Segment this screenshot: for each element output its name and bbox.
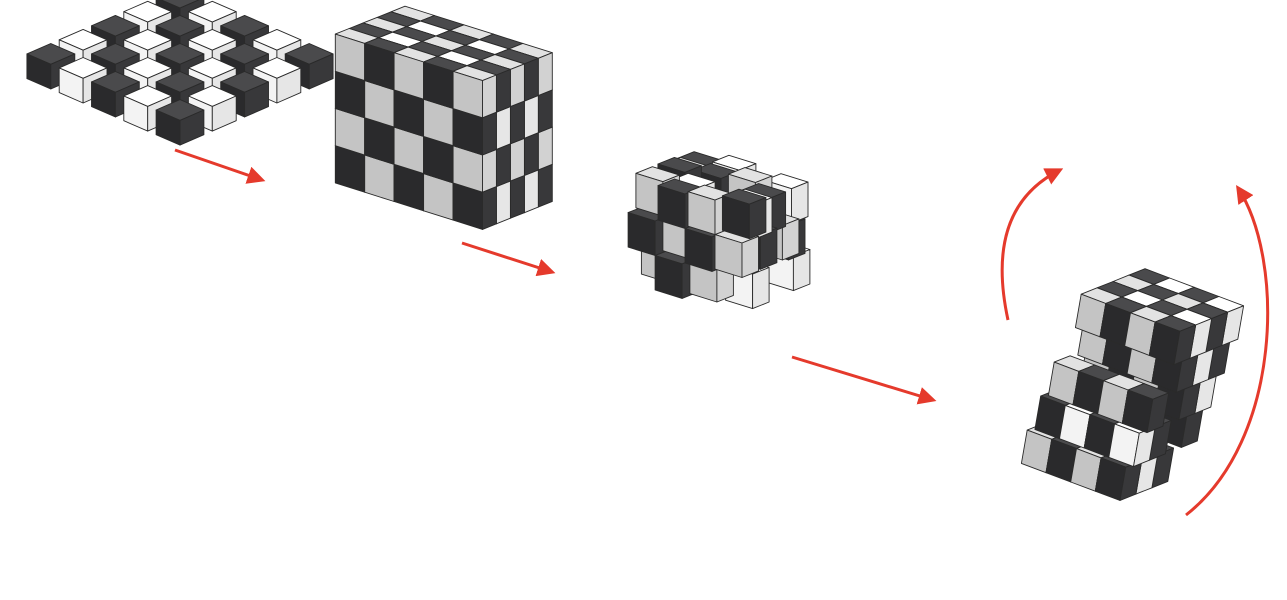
stage-3-shuffled-cube xyxy=(628,152,810,309)
cubelet-right-face xyxy=(483,187,497,230)
cubelet-right-face xyxy=(524,96,538,139)
rotate-arrow-left xyxy=(1002,170,1060,320)
cubelet xyxy=(156,100,204,146)
stage-4-twisted-cube xyxy=(1021,269,1243,501)
cubes-layer xyxy=(27,0,1244,501)
arrow-stage2-to-stage3 xyxy=(462,243,552,272)
cubelet-right-face xyxy=(538,127,552,170)
cubelet-right-face xyxy=(742,236,759,277)
cubelet-right-face xyxy=(510,138,524,181)
cubelet-right-face xyxy=(753,268,770,309)
stage-1-flat-layers xyxy=(27,0,333,145)
cubelet-right-face xyxy=(538,164,552,207)
cubelet-right-face xyxy=(510,176,524,219)
cubelet xyxy=(1122,384,1168,433)
cubelet-right-face xyxy=(496,107,510,150)
cubelet-right-face xyxy=(483,149,497,192)
cubelet xyxy=(1149,316,1195,365)
cubelet-right-face xyxy=(510,64,524,107)
cubelet-right-face xyxy=(483,112,497,155)
cubelet-right-face xyxy=(524,170,538,213)
cubelet-right-face xyxy=(496,181,510,224)
arrow-stage1-to-stage2 xyxy=(175,150,262,180)
cubelet-right-face xyxy=(538,90,552,133)
arrow-stage3-to-stage4 xyxy=(792,357,933,400)
cubelet xyxy=(722,189,766,239)
cubelet-right-face xyxy=(749,198,766,239)
cubelet-right-face xyxy=(524,133,538,176)
cubelet-right-face xyxy=(524,58,538,101)
cubelet-right-face xyxy=(496,69,510,112)
cubelet-right-face xyxy=(538,53,552,96)
cubelet-right-face xyxy=(483,75,497,118)
cubelet xyxy=(453,66,496,118)
cubelet-right-face xyxy=(496,144,510,187)
stage-2-assembled-cube xyxy=(335,6,552,229)
cubelet-right-face xyxy=(510,101,524,144)
